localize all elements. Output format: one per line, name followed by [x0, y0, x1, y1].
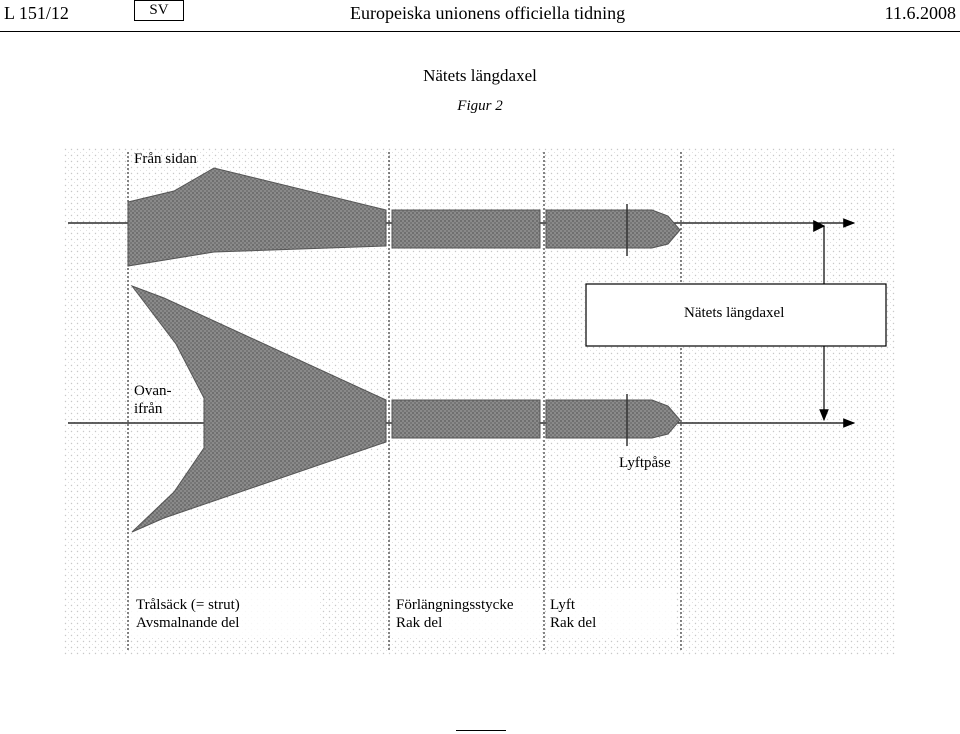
lifting-bag-label: Lyftpåse: [619, 455, 671, 471]
axis-box-label: Nätets längdaxel: [684, 305, 785, 321]
top-view-extension-piece: [391, 399, 541, 439]
net-axis-figure: Från sidan Ovan- ifrån Nätets längdaxel …: [64, 148, 896, 656]
top-view-label: Ovan- ifrån: [134, 383, 172, 417]
page-header: L 151/12 SV Europeiska unionens officiel…: [0, 0, 960, 34]
journal-title: Europeiska unionens officiella tidning: [350, 3, 626, 23]
section-codend-label: Trålsäck (= strut) Avsmalnande del: [136, 597, 240, 631]
section-lift-label: Lyft Rak del: [550, 597, 597, 631]
side-view-tapered-section: [127, 167, 387, 267]
page-reference: L 151/12: [4, 3, 69, 23]
axis-label-box: [585, 283, 887, 347]
net-diagram: [64, 148, 896, 656]
header-rule: [0, 31, 960, 32]
top-view-lift-section: [545, 399, 681, 439]
publication-date: 11.6.2008: [884, 3, 956, 23]
footer-rule: [456, 730, 506, 731]
side-view-lift-section: [545, 209, 681, 249]
language-badge: SV: [134, 0, 184, 21]
side-view-extension-piece: [391, 209, 541, 249]
document-title: Nätets längdaxel: [423, 66, 537, 85]
section-dividers: [127, 152, 682, 652]
top-view-tapered-section: [130, 284, 387, 533]
side-view-label: Från sidan: [134, 151, 197, 167]
figure-caption: Figur 2: [457, 98, 503, 114]
section-extension-label: Förlängningsstycke Rak del: [396, 597, 514, 631]
